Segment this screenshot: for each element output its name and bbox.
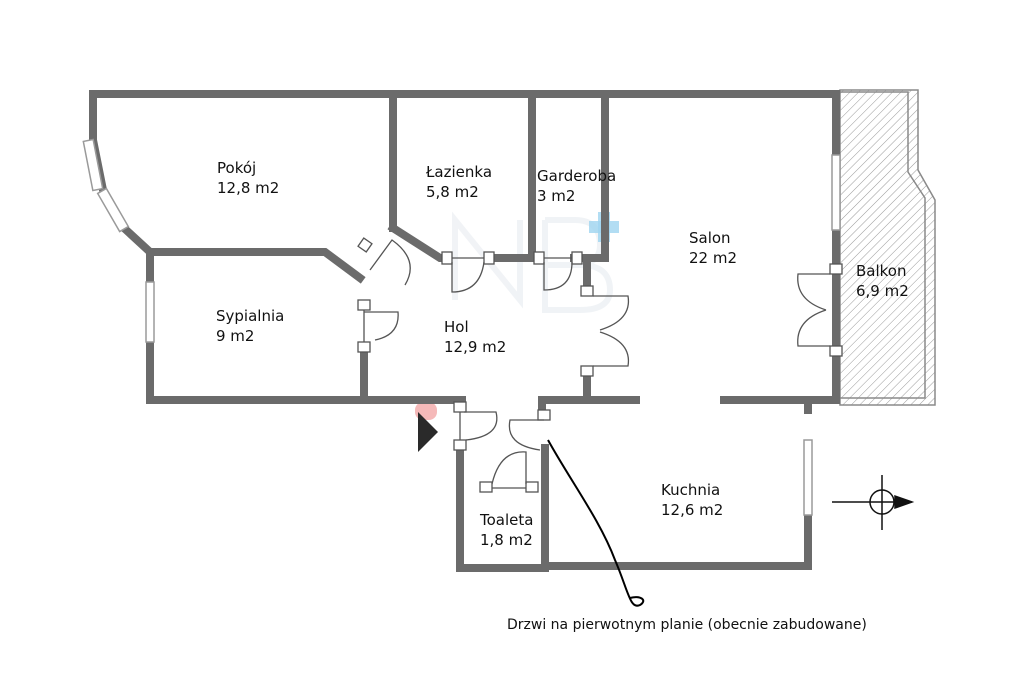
door-kuchnia-old (508, 419, 544, 451)
window-pokoj-1 (82, 138, 104, 192)
annotation-line (547, 439, 645, 607)
compass-icon (832, 475, 915, 530)
room-area: 12,8 m2 (217, 179, 280, 197)
door-garderoba (543, 257, 573, 291)
room-name: Balkon (856, 262, 907, 280)
room-label-balkon: Balkon 6,9 m2 (856, 261, 909, 301)
door-toaleta (491, 451, 527, 489)
door-pokoj (369, 239, 411, 286)
room-area: 22 m2 (689, 249, 738, 267)
window-kuchnia (803, 439, 813, 516)
balcony-slab (839, 89, 936, 406)
room-name: Sypialnia (216, 307, 285, 325)
room-label-kuchnia: Kuchnia 12,6 m2 (661, 480, 723, 520)
annotation-text: Drzwi na pierwotnym planie (obecnie zabu… (507, 617, 867, 633)
room-label-salon: Salon 22 m2 (689, 228, 737, 268)
door-salon (593, 295, 630, 367)
room-area: 6,9 m2 (856, 282, 909, 300)
window-sypialnia (145, 281, 155, 343)
room-label-toaleta: Toaleta 1,8 m2 (480, 510, 533, 550)
window-pokoj-2 (96, 187, 130, 233)
room-label-pokoj: Pokój 12,8 m2 (217, 158, 279, 198)
door-balkon (797, 273, 830, 347)
room-area: 1,8 m2 (480, 531, 533, 549)
room-name: Hol (444, 318, 469, 336)
room-area: 5,8 m2 (426, 183, 479, 201)
room-area: 12,6 m2 (661, 501, 724, 519)
door-entrance (459, 411, 498, 441)
room-label-sypialnia: Sypialnia 9 m2 (216, 306, 284, 346)
room-label-lazienka: Łazienka 5,8 m2 (426, 162, 492, 202)
room-name: Toaleta (480, 511, 534, 529)
room-name: Garderoba (537, 167, 617, 185)
doors (357, 237, 843, 493)
room-area: 12,9 m2 (444, 338, 507, 356)
room-name: Salon (689, 229, 731, 247)
room-name: Pokój (217, 159, 257, 177)
room-label-garderoba: Garderoba 3 m2 (537, 166, 616, 206)
room-area: 3 m2 (537, 187, 576, 205)
door-sypialnia (363, 310, 399, 342)
windows (82, 138, 841, 516)
room-name: Łazienka (426, 163, 493, 181)
window-salon (831, 154, 841, 231)
room-label-hol: Hol 12,9 m2 (444, 317, 506, 357)
entrance-arrow-icon (418, 412, 438, 452)
room-name: Kuchnia (661, 481, 721, 499)
room-area: 9 m2 (216, 327, 255, 345)
door-lazienka (451, 257, 485, 293)
balcony-railing (840, 91, 926, 399)
